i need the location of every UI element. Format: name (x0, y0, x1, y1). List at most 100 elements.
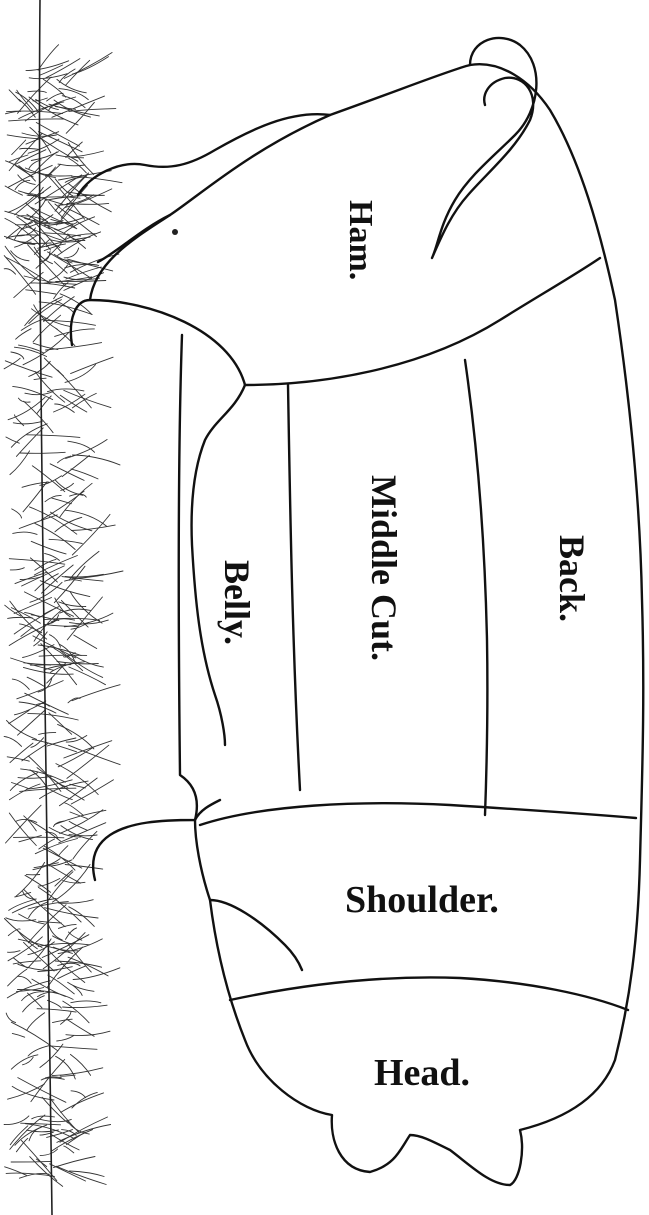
grass-stroke (69, 907, 95, 927)
grass-stroke (50, 1098, 80, 1133)
grass-stroke (9, 119, 64, 121)
grass-stroke (59, 846, 68, 857)
grass-stroke (42, 491, 85, 520)
grass-stroke (59, 823, 106, 843)
grass-stroke (35, 839, 77, 854)
grass-stroke (23, 996, 45, 1012)
grass-stroke (72, 685, 120, 701)
grass-stroke (29, 1127, 41, 1140)
grass-stroke (54, 254, 72, 263)
grass-stroke (13, 532, 37, 534)
grass-stroke (15, 150, 46, 165)
grass-stroke (58, 925, 76, 929)
grass-stroke (12, 509, 22, 518)
grass-stroke (57, 1036, 74, 1042)
grass-stroke (38, 967, 73, 972)
grass-stroke (9, 710, 29, 723)
grass-stroke (6, 918, 36, 921)
grass-stroke (49, 265, 67, 280)
grass-stroke (28, 1046, 49, 1056)
grass-stroke (18, 976, 32, 983)
grass-stroke (58, 963, 80, 966)
grass-stroke (7, 981, 50, 998)
head-cut-line (230, 977, 628, 1010)
grass-stroke (71, 1091, 86, 1098)
grass-stroke (45, 175, 72, 176)
grass-stroke (68, 932, 81, 940)
front-leg-outline (93, 800, 302, 970)
grass-stroke (54, 566, 85, 603)
grass-stroke (11, 1022, 58, 1051)
grass-stroke (16, 329, 32, 340)
grass-stroke (55, 517, 82, 532)
grass-stroke (47, 93, 64, 101)
grass-stroke (12, 783, 29, 789)
grass-stroke (66, 928, 77, 940)
grass-stroke (69, 745, 121, 764)
grass-stroke (65, 365, 96, 383)
grass-illustration (4, 45, 123, 1187)
grass-stroke (12, 679, 29, 689)
grass-stroke (74, 656, 104, 668)
grass-stroke (4, 736, 22, 746)
grass-stroke (40, 476, 62, 486)
grass-stroke (67, 1019, 94, 1036)
belly-middle-cut-line (288, 385, 300, 790)
grass-stroke (50, 1046, 97, 1049)
grass-stroke (38, 45, 59, 70)
grass-stroke (12, 140, 26, 155)
grass-stroke (49, 872, 73, 900)
hind-dot (172, 229, 178, 235)
grass-stroke (34, 378, 46, 379)
grass-stroke (14, 610, 53, 634)
grass-stroke (14, 272, 43, 297)
grass-stroke (11, 251, 29, 261)
grass-stroke (7, 135, 42, 139)
grass-stroke (52, 1068, 102, 1076)
grass-stroke (6, 437, 19, 443)
grass-stroke (59, 602, 86, 607)
grass-stroke (5, 186, 22, 195)
grass-stroke (11, 352, 24, 359)
back-label: Back. (552, 535, 592, 622)
grass-stroke (54, 1157, 96, 1168)
grass-stroke (58, 747, 94, 767)
grass-stroke (8, 617, 33, 618)
grass-stroke (50, 1134, 79, 1150)
grass-stroke (10, 451, 30, 475)
grass-stroke (61, 826, 93, 840)
grass-stroke (65, 580, 82, 581)
grass-stroke (37, 1009, 76, 1012)
hind-leg-outline (71, 114, 330, 345)
grass-stroke (27, 1013, 45, 1030)
grass-stroke (52, 96, 105, 117)
grass-stroke (13, 386, 53, 399)
grass-stroke (74, 635, 97, 648)
grass-stroke (14, 598, 51, 614)
middle-back-cut-line (465, 360, 487, 815)
grass-stroke (12, 1033, 24, 1037)
grass-stroke (34, 305, 58, 330)
grass-stroke (18, 711, 45, 736)
grass-stroke (10, 773, 37, 791)
head-label: Head. (374, 1052, 470, 1094)
grass-stroke (9, 90, 20, 102)
grass-stroke (72, 514, 110, 555)
grass-stroke (65, 865, 103, 870)
grass-stroke (55, 870, 72, 886)
grass-stroke (39, 733, 56, 735)
grass-stroke (19, 835, 42, 841)
grass-stroke (20, 148, 39, 149)
grass-stroke (71, 469, 98, 479)
grass-stroke (8, 951, 21, 953)
grass-stroke (58, 456, 71, 463)
grass-stroke (68, 957, 108, 976)
grass-stroke (63, 881, 85, 883)
grass-stroke (38, 132, 82, 152)
grass-stroke (8, 195, 35, 213)
grass-stroke (33, 636, 76, 658)
grass-stroke (50, 464, 84, 481)
grass-stroke (55, 404, 75, 412)
grass-stroke (48, 950, 85, 983)
